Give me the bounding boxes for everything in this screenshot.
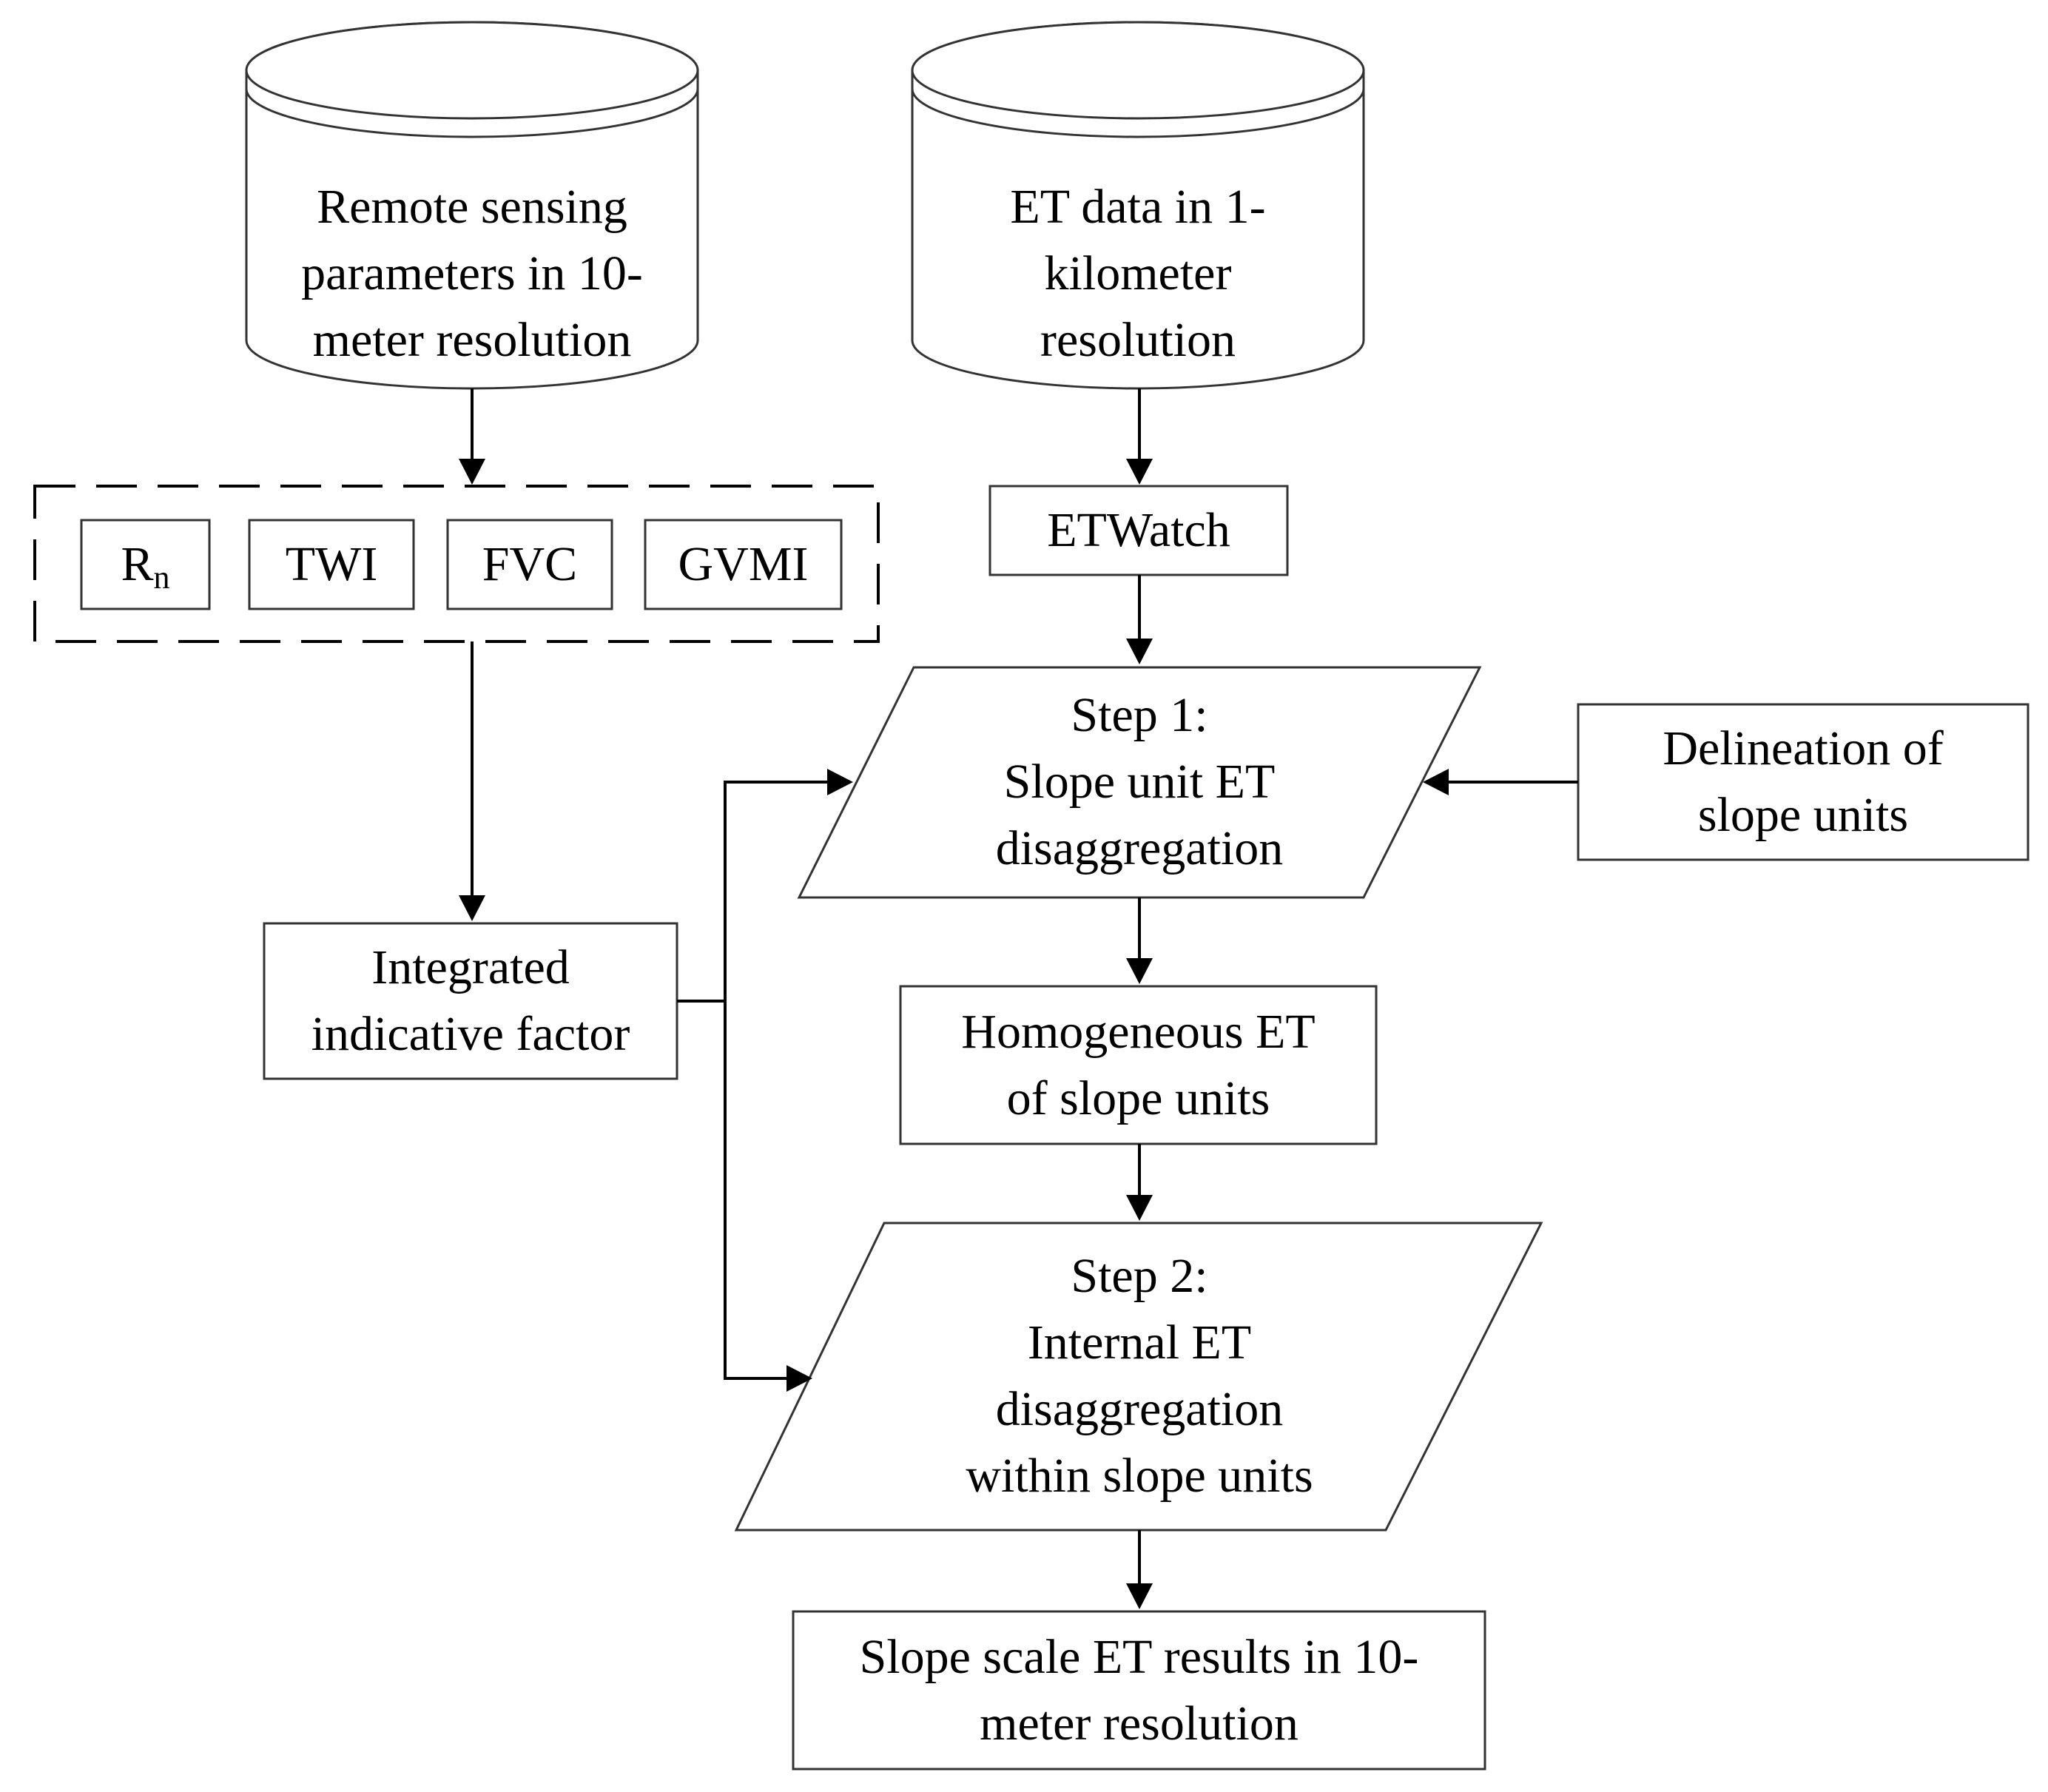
arrowhead: [459, 459, 485, 485]
rn-main-text: R: [121, 537, 154, 591]
arrowhead: [1126, 639, 1153, 664]
arrowhead: [1126, 1583, 1153, 1609]
parameters-group: [33, 485, 880, 643]
step1-parallelogram: [797, 666, 1482, 899]
step1-label: Step 1: Slope unit ET disaggregation: [995, 688, 1284, 875]
fvc-label: FVC: [482, 537, 578, 591]
arrowhead: [459, 895, 485, 921]
homogeneous-et-box: [899, 985, 1378, 1145]
homogeneous-et-label: Homogeneous ET of slope units: [961, 1004, 1316, 1125]
arrow-integrated-to-step2: [724, 1001, 786, 1380]
arrowhead: [1126, 958, 1153, 984]
et-data-cylinder: [911, 21, 1365, 390]
arrowhead: [1126, 1195, 1153, 1221]
twi-label: TWI: [285, 537, 378, 591]
arrowhead: [827, 769, 853, 795]
step2-parallelogram: [734, 1222, 1543, 1532]
integrated-factor-box: [263, 922, 678, 1080]
step2-label: Step 2: Internal ET disaggregation withi…: [966, 1249, 1313, 1503]
remote-sensing-label: Remote sensing parameters in 10- meter r…: [301, 180, 643, 367]
et-data-label: ET data in 1- kilometer resolution: [1010, 180, 1266, 367]
integrated-factor-label: Integrated indicative factor: [311, 940, 630, 1061]
arrowhead: [1423, 769, 1449, 795]
connectors: [459, 388, 1578, 1609]
result-box: [792, 1610, 1486, 1771]
arrow-integrated-to-step1: [677, 781, 827, 1003]
etwatch-label: ETWatch: [1047, 503, 1230, 557]
result-label: Slope scale ET results in 10- meter reso…: [859, 1629, 1419, 1751]
delineation-box: [1577, 703, 2030, 861]
etwatch-box: [988, 485, 1289, 576]
arrowhead: [786, 1365, 812, 1392]
gvmi-label: GVMI: [678, 537, 809, 591]
arrowhead: [1126, 459, 1153, 485]
twi-box: [248, 519, 415, 610]
delineation-label: Delineation of slope units: [1663, 721, 1944, 842]
remote-sensing-cylinder: [245, 21, 699, 390]
gvmi-box: [644, 519, 843, 610]
rn-box: [80, 519, 211, 610]
rn-subscript-text: n: [153, 559, 170, 596]
fvc-box: [446, 519, 613, 610]
